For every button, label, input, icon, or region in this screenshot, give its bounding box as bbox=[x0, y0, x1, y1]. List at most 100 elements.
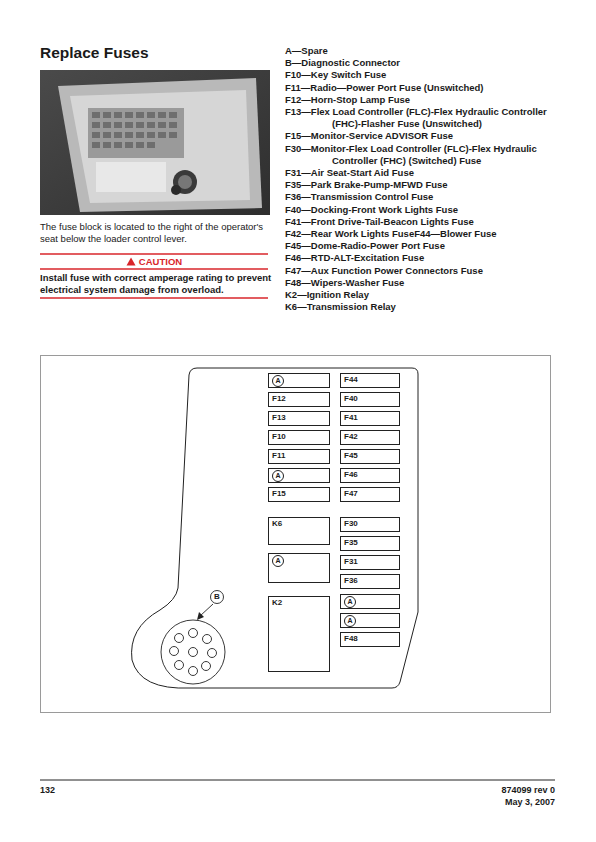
fuse-slot: A bbox=[340, 594, 400, 609]
caution-heading: CAUTION bbox=[40, 256, 268, 267]
slot-label: F48 bbox=[344, 634, 358, 643]
fuse-slot: F35 bbox=[340, 536, 400, 551]
fuse-slot: F48 bbox=[340, 632, 400, 647]
photo-cap bbox=[171, 185, 181, 195]
fuse-slot: F30 bbox=[340, 517, 400, 532]
warning-triangle bbox=[126, 257, 136, 266]
key-entry: F46—RTD-ALT-Excitation Fuse bbox=[285, 252, 557, 264]
slot-label: A bbox=[344, 596, 356, 608]
legend-list: A—SpareB—Diagnostic ConnectorF10—Key Swi… bbox=[285, 45, 557, 313]
slot-label: F30 bbox=[344, 519, 358, 528]
slot-label: F47 bbox=[344, 489, 358, 498]
fuse-slot: F44 bbox=[340, 373, 400, 388]
caution-rule bbox=[40, 253, 268, 255]
warning-triangle-shape bbox=[126, 258, 135, 266]
fuse-block-outline bbox=[132, 368, 418, 688]
slot-label: F35 bbox=[344, 538, 358, 547]
key-entry: F36—Transmission Control Fuse bbox=[285, 191, 557, 203]
key-entry: F42—Rear Work Lights FuseF44—Blower Fuse bbox=[285, 228, 557, 240]
key-entry: B—Diagnostic Connector bbox=[285, 57, 557, 69]
photo-panel bbox=[58, 78, 262, 212]
slot-label: A bbox=[344, 615, 356, 627]
slot-label: F36 bbox=[344, 576, 358, 585]
fuse-slot: F12 bbox=[268, 392, 330, 407]
slot-label: F13 bbox=[272, 413, 286, 422]
leader-line bbox=[200, 604, 213, 616]
callout-circle bbox=[211, 591, 224, 604]
key-entry: F15—Monitor-Service ADVISOR Fuse bbox=[285, 130, 557, 142]
callout-letter: B bbox=[211, 591, 223, 603]
slot-label: F45 bbox=[344, 451, 358, 460]
figure-frame bbox=[41, 356, 551, 713]
key-entry: F40—Docking-Front Work Lights Fuse bbox=[285, 204, 557, 216]
fuse-slot: F42 bbox=[340, 430, 400, 445]
key-entry: F31—Air Seat-Start Aid Fuse bbox=[285, 167, 557, 179]
slot-label: F31 bbox=[344, 557, 358, 566]
caution-rule bbox=[40, 268, 268, 270]
document-date: May 3, 2007 bbox=[400, 797, 555, 808]
page-title: Replace Fuses bbox=[40, 44, 149, 62]
body-text: The fuse block is located to the right o… bbox=[40, 221, 274, 245]
key-entry: F35—Park Brake-Pump-MFWD Fuse bbox=[285, 179, 557, 191]
caution-text: Install fuse with correct amperage ratin… bbox=[40, 272, 274, 296]
key-entry: F41—Front Drive-Tail-Beacon Lights Fuse bbox=[285, 216, 557, 228]
fuse-slot: F45 bbox=[340, 449, 400, 464]
slot-label: F12 bbox=[272, 394, 286, 403]
photo-relay-area bbox=[96, 162, 166, 192]
photo-ground bbox=[40, 70, 270, 215]
photo-panel-face bbox=[70, 90, 250, 203]
key-entry: F48—Wipers-Washer Fuse bbox=[285, 277, 557, 289]
fuse-block-photo bbox=[40, 70, 270, 215]
photo-fuses bbox=[92, 112, 177, 148]
page-number: 132 bbox=[40, 785, 100, 796]
caution-word: CAUTION bbox=[139, 256, 182, 267]
relay-slot: K6 bbox=[268, 517, 330, 545]
slot-label: A bbox=[272, 375, 284, 387]
photo-connector-face bbox=[178, 175, 192, 189]
key-entry: F12—Horn-Stop Lamp Fuse bbox=[285, 94, 557, 106]
slot-label: F44 bbox=[344, 375, 358, 384]
fuse-slot: F40 bbox=[340, 392, 400, 407]
caution-rule bbox=[40, 297, 268, 299]
key-entry: F13—Flex Load Controller (FLC)-Flex Hydr… bbox=[285, 106, 557, 130]
key-entry: K6—Transmission Relay bbox=[285, 301, 557, 313]
leader-arrowhead bbox=[197, 612, 204, 620]
slot-label: F41 bbox=[344, 413, 358, 422]
fuse-slot: F36 bbox=[340, 574, 400, 589]
slot-label: A bbox=[272, 470, 284, 482]
photo-fuse-block bbox=[88, 108, 184, 158]
key-entry: F30—Monitor-Flex Load Controller (FLC)-F… bbox=[285, 143, 557, 167]
fuse-slot: F47 bbox=[340, 487, 400, 502]
fuse-slot: F13 bbox=[268, 411, 330, 426]
slot-label: F42 bbox=[344, 432, 358, 441]
relay-slot: K2 bbox=[268, 596, 330, 672]
fuse-slot: A bbox=[340, 613, 400, 628]
fuse-slot: F46 bbox=[340, 468, 400, 483]
slot-label: F10 bbox=[272, 432, 286, 441]
fuse-slot: A bbox=[268, 468, 330, 483]
fuse-slot: F41 bbox=[340, 411, 400, 426]
relay-slot: A bbox=[268, 553, 330, 583]
key-entry: F47—Aux Function Power Connectors Fuse bbox=[285, 265, 557, 277]
diagnostic-connector bbox=[161, 620, 225, 684]
slot-label: K2 bbox=[272, 598, 282, 607]
fuse-slot: F31 bbox=[340, 555, 400, 570]
slot-label: K6 bbox=[272, 519, 282, 528]
key-entry: F45—Dome-Radio-Power Port Fuse bbox=[285, 240, 557, 252]
fuse-slot: F10 bbox=[268, 430, 330, 445]
fuse-slot: A bbox=[268, 373, 330, 388]
fuse-slot: F11 bbox=[268, 449, 330, 464]
slot-label: F11 bbox=[272, 451, 285, 460]
key-entry: F11—Radio—Power Port Fuse (Unswitched) bbox=[285, 82, 557, 94]
key-entry: A—Spare bbox=[285, 45, 557, 57]
slot-label: F46 bbox=[344, 470, 358, 479]
footer-rule bbox=[40, 780, 555, 781]
key-entry: K2—Ignition Relay bbox=[285, 289, 557, 301]
document-number: 874099 rev 0 bbox=[400, 785, 555, 796]
slot-label: F40 bbox=[344, 394, 358, 403]
key-entry: F10—Key Switch Fuse bbox=[285, 69, 557, 81]
slot-label: F15 bbox=[272, 489, 286, 498]
slot-label: A bbox=[272, 555, 284, 567]
fuse-slot: F15 bbox=[268, 487, 330, 502]
